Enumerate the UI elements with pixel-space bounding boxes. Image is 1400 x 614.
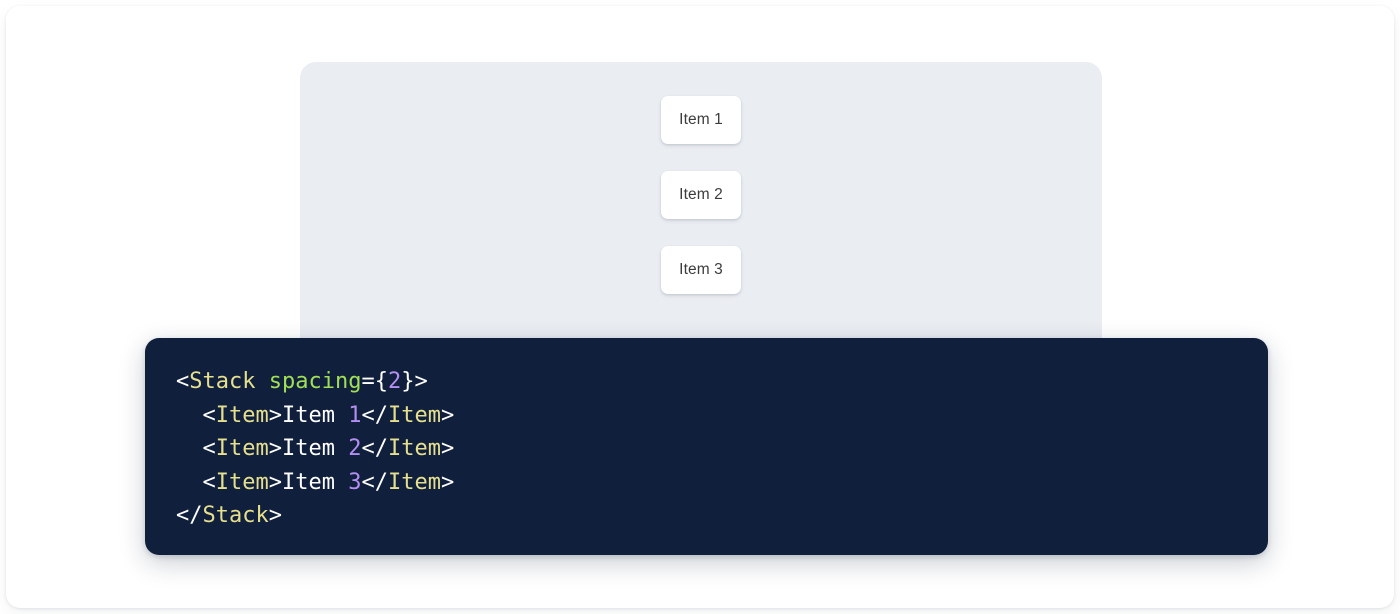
code-token-tag: Item <box>387 402 441 428</box>
code-token-punc: </ <box>176 503 203 529</box>
code-indent <box>176 403 203 428</box>
code-token-num: 1 <box>348 402 362 428</box>
code-line: <Item>Item 2</Item> <box>176 436 455 462</box>
code-indent <box>176 436 203 461</box>
code-token-punc: > <box>268 402 282 428</box>
code-token-tag: Item <box>387 469 441 495</box>
code-token-punc: > <box>440 436 455 462</box>
code-token-punc: < <box>202 469 216 495</box>
code-token-tag: Item <box>215 469 269 495</box>
code-token-text: Item <box>281 469 349 495</box>
code-token-punc: > <box>440 402 455 428</box>
stack-item-label: Item 3 <box>679 261 723 278</box>
code-snippet-block: <Stack spacing={2}> <Item>Item 1</Item> … <box>145 338 1268 555</box>
code-token-punc: </ <box>361 436 388 462</box>
code-token-punc: < <box>176 369 190 394</box>
code-token-punc: > <box>268 469 282 495</box>
code-token-punc <box>255 369 268 394</box>
code-token-punc: ={ <box>361 369 388 394</box>
code-token-punc: > <box>268 436 282 462</box>
code-token-punc: < <box>202 436 216 462</box>
stack-demo-panel: Item 1 Item 2 Item 3 <box>300 62 1102 362</box>
code-line: <Item>Item 3</Item> <box>176 469 455 495</box>
stack-item-label: Item 1 <box>679 111 723 128</box>
stack-item[interactable]: Item 1 <box>661 96 741 144</box>
code-token-text: Item <box>281 402 349 428</box>
code-token-tag: Stack <box>189 369 256 394</box>
code-token-tag: Item <box>215 402 269 428</box>
code-token-text: Item <box>281 436 349 462</box>
stack-item-label: Item 2 <box>679 186 723 203</box>
code-token-punc: </ <box>361 402 388 428</box>
code-token-num: 2 <box>348 436 362 462</box>
stack-container: Item 1 Item 2 Item 3 <box>300 62 1102 362</box>
code-token-tag: Item <box>387 436 441 462</box>
stack-item[interactable]: Item 3 <box>661 246 741 294</box>
code-line: <Item>Item 1</Item> <box>176 402 455 428</box>
code-line: </Stack> <box>176 503 282 528</box>
code-token-punc: > <box>268 503 282 529</box>
code-token-punc: > <box>440 469 455 495</box>
code-token-punc: }> <box>401 369 428 394</box>
code-token-tag: Item <box>215 436 269 462</box>
code-token-tag: Stack <box>202 503 269 529</box>
code-line: <Stack spacing={2}> <box>176 369 428 394</box>
code-indent <box>176 470 203 495</box>
code-token-punc: </ <box>361 469 388 495</box>
code-token-num: 2 <box>387 369 402 394</box>
code-token-punc: < <box>202 402 216 428</box>
code-token-num: 3 <box>348 469 362 495</box>
code-snippet-text: <Stack spacing={2}> <Item>Item 1</Item> … <box>176 365 1268 533</box>
code-token-attr: spacing <box>268 369 362 394</box>
stack-item[interactable]: Item 2 <box>661 171 741 219</box>
